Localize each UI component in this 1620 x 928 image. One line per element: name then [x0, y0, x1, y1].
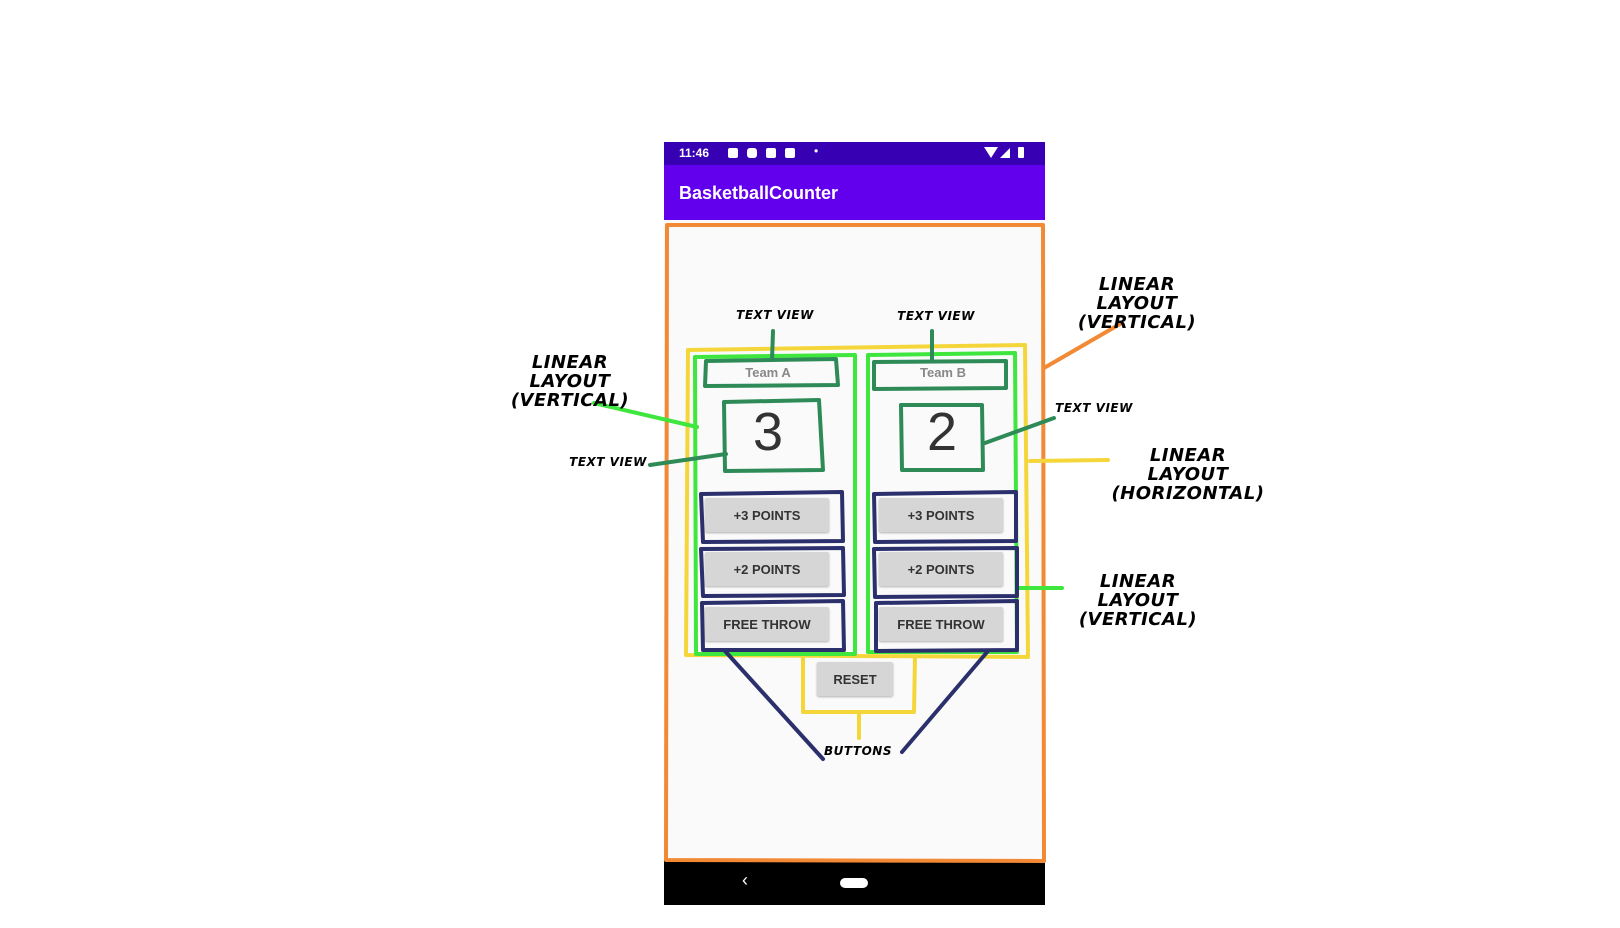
team-b-plus3-outline: [872, 490, 1018, 544]
team-b-free-throw-button[interactable]: FREE THROW: [879, 607, 1003, 641]
green-vertical-outline-b: [866, 351, 1019, 654]
home-pill-icon[interactable]: [840, 878, 868, 888]
app-title: BasketballCounter: [679, 183, 839, 203]
label-linear-layout-left: LINEAR LAYOUT (VERTICAL): [490, 352, 650, 411]
label-linear-layout-right: LINEAR LAYOUT (VERTICAL): [1058, 571, 1218, 630]
text-view-pointer-a: [770, 329, 775, 362]
yellow-horizontal-outline: [684, 343, 1030, 659]
team-b-free-throw-outline: [874, 599, 1019, 653]
wifi-icon: [984, 147, 998, 158]
team-a-free-throw-button[interactable]: FREE THROW: [705, 607, 829, 641]
reset-wrapper-outline: [801, 655, 917, 714]
label-linear-layout-left-type: (VERTICAL): [510, 389, 630, 411]
inbox-notification-icon: [766, 148, 776, 158]
team-b-plus2-button[interactable]: +2 POINTS: [879, 552, 1003, 586]
reset-button[interactable]: RESET: [817, 662, 893, 696]
team-a-score: 3: [752, 402, 784, 462]
yellow-pointer-line: [1028, 458, 1110, 463]
label-linear-layout-right-type: (VERTICAL): [1078, 608, 1198, 630]
youtube-notification-icon: [747, 148, 757, 158]
label-linear-layout-outer: LINEAR LAYOUT (VERTICAL): [1057, 274, 1217, 333]
gmail-notification-icon: [785, 148, 795, 158]
buttons-pointer-right: [900, 649, 990, 754]
team-a-score-outline: [722, 398, 825, 473]
back-icon[interactable]: ‹: [742, 870, 748, 890]
label-text-view-a: TEXT VIEW: [736, 308, 814, 322]
team-b-name: Team B: [920, 365, 966, 380]
label-text-view-score-b: TEXT VIEW: [1055, 401, 1133, 415]
team-b-score-outline: [899, 403, 985, 472]
team-a-plus2-button[interactable]: +2 POINTS: [705, 552, 829, 586]
team-b-plus2-outline: [872, 546, 1019, 599]
image-notification-icon: [728, 148, 738, 158]
app-bar: BasketballCounter: [664, 165, 1045, 220]
team-b-text-outline: [872, 359, 1008, 391]
team-a-text-outline: [703, 357, 840, 388]
team-a-free-throw-outline: [700, 599, 846, 652]
team-a-plus2-outline: [699, 546, 846, 598]
green-pointer-left: [592, 401, 699, 429]
orange-layout-outline: [664, 223, 1046, 863]
label-text-view-score-a: TEXT VIEW: [569, 455, 647, 469]
label-linear-layout-horizontal: LINEAR LAYOUT (HORIZONTAL): [1108, 445, 1268, 504]
label-linear-layout-outer-type: (VERTICAL): [1077, 311, 1197, 333]
text-view-pointer-score-a: [648, 452, 728, 467]
team-b-score: 2: [926, 402, 958, 462]
label-buttons: BUTTONS: [824, 744, 892, 758]
navigation-bar: ‹: [664, 860, 1045, 905]
more-notifications-dot: •: [814, 144, 819, 158]
green-vertical-outline-a: [693, 353, 857, 656]
signal-icon: [1000, 148, 1010, 158]
label-linear-layout-outer-title: LINEAR LAYOUT: [1096, 274, 1178, 314]
label-linear-layout-right-title: LINEAR LAYOUT: [1097, 571, 1179, 611]
battery-icon: [1018, 147, 1024, 158]
label-linear-layout-left-title: LINEAR LAYOUT: [529, 352, 611, 392]
team-a-plus3-button[interactable]: +3 POINTS: [705, 498, 829, 532]
label-text-view-b: TEXT VIEW: [897, 309, 975, 323]
label-linear-layout-horizontal-title: LINEAR LAYOUT: [1147, 445, 1229, 485]
status-time: 11:46: [679, 146, 710, 160]
buttons-pointer-left: [723, 649, 825, 761]
team-a-name: Team A: [745, 365, 791, 380]
text-view-pointer-score-b: [983, 416, 1056, 445]
orange-pointer-line: [1042, 322, 1122, 370]
label-linear-layout-horizontal-type: (HORIZONTAL): [1111, 482, 1265, 504]
team-b-plus3-button[interactable]: +3 POINTS: [879, 498, 1003, 532]
status-bar: 11:46 •: [664, 142, 1045, 165]
team-a-plus3-outline: [699, 490, 845, 544]
